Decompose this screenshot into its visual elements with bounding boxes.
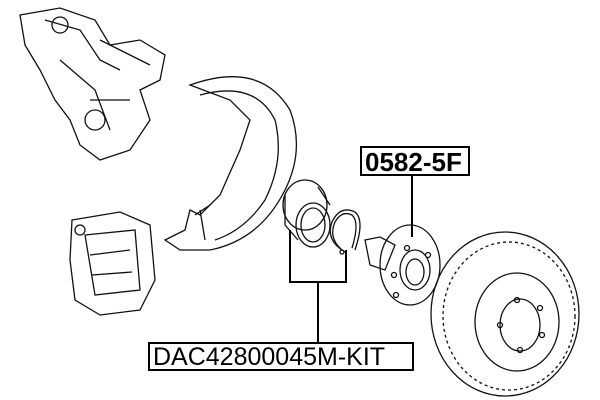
brake-disc — [430, 231, 580, 397]
dust-shield — [163, 76, 298, 251]
kit-leader-bracket — [289, 230, 347, 342]
steering-knuckle — [19, 7, 166, 161]
hub-part-number-label: 0582-5F — [360, 146, 470, 176]
wheel-bearing — [282, 179, 331, 248]
snap-ring — [329, 209, 361, 255]
wheel-hub — [364, 224, 441, 306]
brake-caliper — [69, 211, 156, 316]
bearing-kit-part-number-label: DAC42800045M-KIT — [148, 342, 414, 371]
